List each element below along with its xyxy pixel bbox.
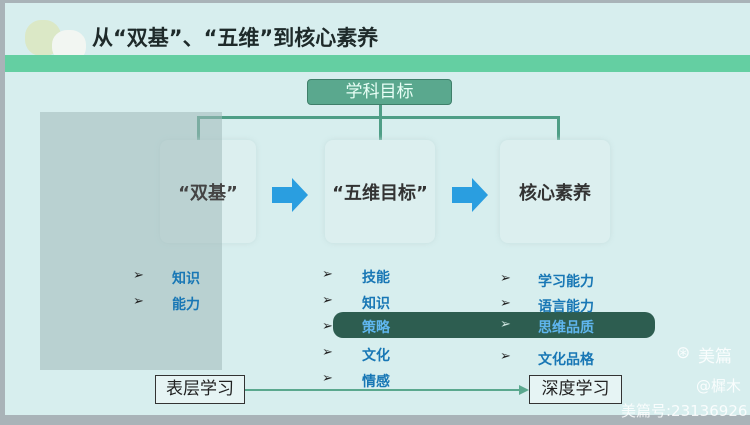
watermark-brand: 美篇: [698, 347, 732, 367]
arrow-right-icon: [272, 178, 308, 212]
slide-title: 从“双基”、“五维”到核心素养: [92, 26, 379, 50]
surface-learning-box: 表层学习: [155, 375, 245, 404]
list-item: 技能: [362, 270, 390, 286]
meipian-logo-icon: ⊛: [676, 343, 691, 363]
node-wuwei: “五维目标”: [325, 140, 435, 243]
watermark-user: @樨木: [696, 377, 742, 395]
arrow-right-icon: [452, 178, 488, 212]
list-item: 思维品质: [538, 320, 594, 336]
list-item: 情感: [362, 374, 390, 390]
bullet-icon: ➢: [322, 267, 333, 282]
list-item: 文化品格: [538, 352, 594, 368]
bullet-icon: ➢: [322, 293, 333, 308]
list-item: 学习能力: [538, 274, 594, 290]
bullet-icon: ➢: [133, 268, 144, 283]
connector: [197, 116, 560, 119]
list-item: 语言能力: [538, 299, 594, 315]
list-item: 策略: [362, 320, 390, 336]
bullet-icon: ➢: [322, 345, 333, 360]
bullet-icon: ➢: [500, 317, 511, 332]
progress-arrow-line: [245, 389, 521, 391]
deep-learning-box: 深度学习: [529, 375, 622, 404]
bullet-icon: ➢: [322, 319, 333, 334]
list-item: 知识: [362, 296, 390, 312]
node-hexin: 核心素养: [500, 140, 610, 243]
connector: [557, 116, 560, 141]
goal-box: 学科目标: [307, 79, 452, 105]
bullet-icon: ➢: [500, 271, 511, 286]
bullet-icon: ➢: [133, 294, 144, 309]
connector: [379, 105, 382, 118]
list-item: 能力: [172, 297, 200, 313]
bullet-icon: ➢: [500, 296, 511, 311]
watermark-id: 美篇号:23136926: [621, 402, 748, 420]
arrowhead-icon: [519, 385, 529, 395]
list-item: 文化: [362, 348, 390, 364]
connector: [379, 116, 382, 141]
grey-overlay: [40, 112, 222, 370]
list-item: 知识: [172, 271, 200, 287]
node-shuangji: “双基”: [178, 182, 238, 204]
title-band: [5, 55, 750, 72]
bullet-icon: ➢: [322, 371, 333, 386]
dark-overlay-bar: [333, 312, 655, 338]
bullet-icon: ➢: [500, 349, 511, 364]
